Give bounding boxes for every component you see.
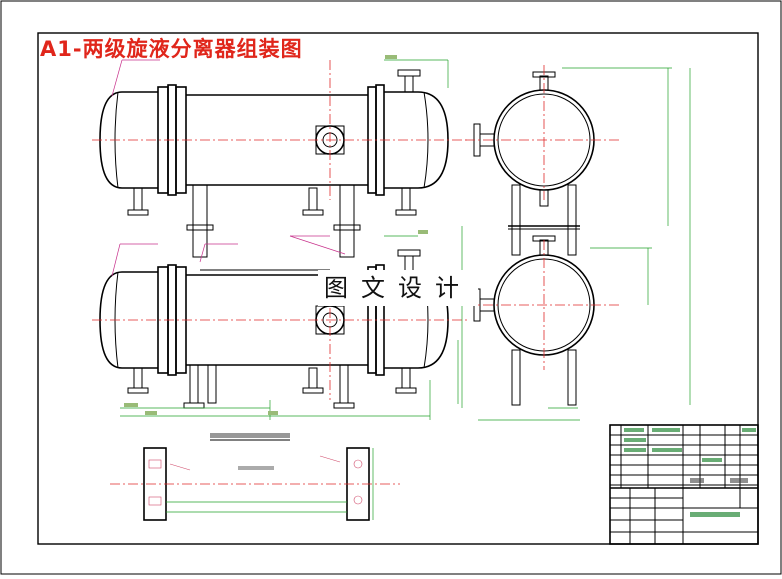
part-leaders <box>111 59 346 277</box>
dim-tag <box>124 403 138 407</box>
title-block-entry <box>624 428 644 432</box>
upper-separator-front-view <box>99 69 449 258</box>
title-block-entry <box>624 438 646 442</box>
title-block <box>609 424 759 545</box>
base-plan-view <box>110 433 400 521</box>
drawing-title: A1-两级旋液分离器组装图 <box>40 37 303 61</box>
dim-tag <box>145 411 157 415</box>
title-block-entry <box>652 428 680 432</box>
dim-tag <box>418 230 428 234</box>
side-view <box>473 71 595 406</box>
front-view-dimensions <box>120 55 459 420</box>
title-block-entry <box>730 478 748 483</box>
plan-note-bar <box>210 433 290 438</box>
dim-tag <box>385 55 397 59</box>
plan-note-bar <box>238 466 274 470</box>
title-block-entry <box>652 448 682 452</box>
title-block-entry <box>742 428 756 432</box>
title-block-entry <box>702 458 722 462</box>
title-block-entry <box>690 512 740 517</box>
dim-tag <box>268 411 278 415</box>
title-block-entry <box>624 448 646 452</box>
inner-frame <box>37 32 759 545</box>
watermark-text: 图文设计 <box>318 270 478 306</box>
title-block-entry <box>690 478 704 483</box>
side-view-dimensions <box>461 67 691 421</box>
